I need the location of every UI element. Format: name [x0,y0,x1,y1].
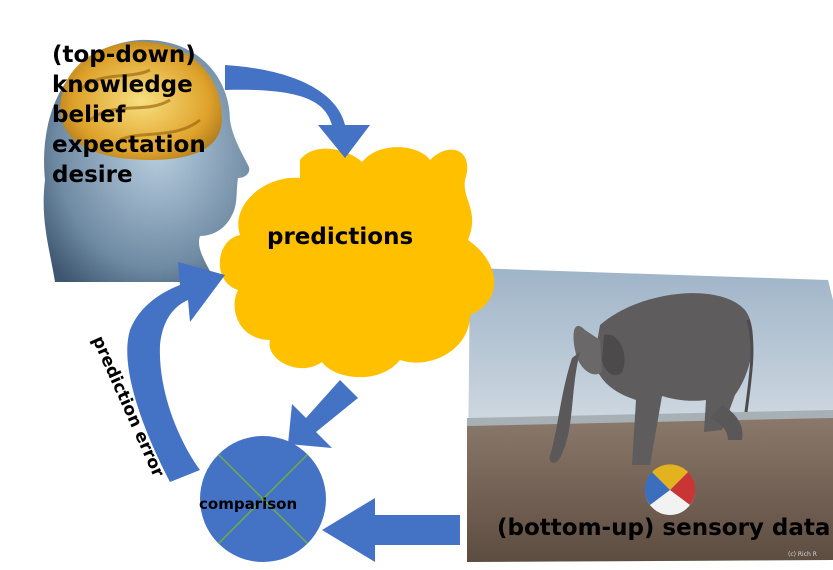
topdown-line: knowledge [52,72,193,98]
sensory-to-comparison-arrow [322,498,460,562]
sensory-photo [467,268,833,562]
predictions-label: predictions [267,224,414,250]
topdown-line: belief [52,102,126,128]
topdown-line: expectation [52,132,206,158]
arrows [127,65,460,562]
comparison-label: comparison [199,495,298,513]
photo-credit: (c) Rich R [788,551,817,558]
predictions-cloud [219,147,495,378]
prediction-error-arrow [127,262,225,482]
topdown-arrow [225,65,370,158]
topdown-line: desire [52,162,133,188]
comparison-node [200,436,326,562]
elephant-on-ball-icon [549,293,754,465]
topdown-line: (top-down) [52,42,196,68]
topdown-list: (top-down) knowledge belief expectation … [52,40,206,190]
prediction-to-comparison-arrow [288,380,358,448]
brain-head-icon [43,39,250,282]
sensory-data-label: (bottom-up) sensory data [497,515,831,541]
beach-ball-icon [644,464,696,515]
